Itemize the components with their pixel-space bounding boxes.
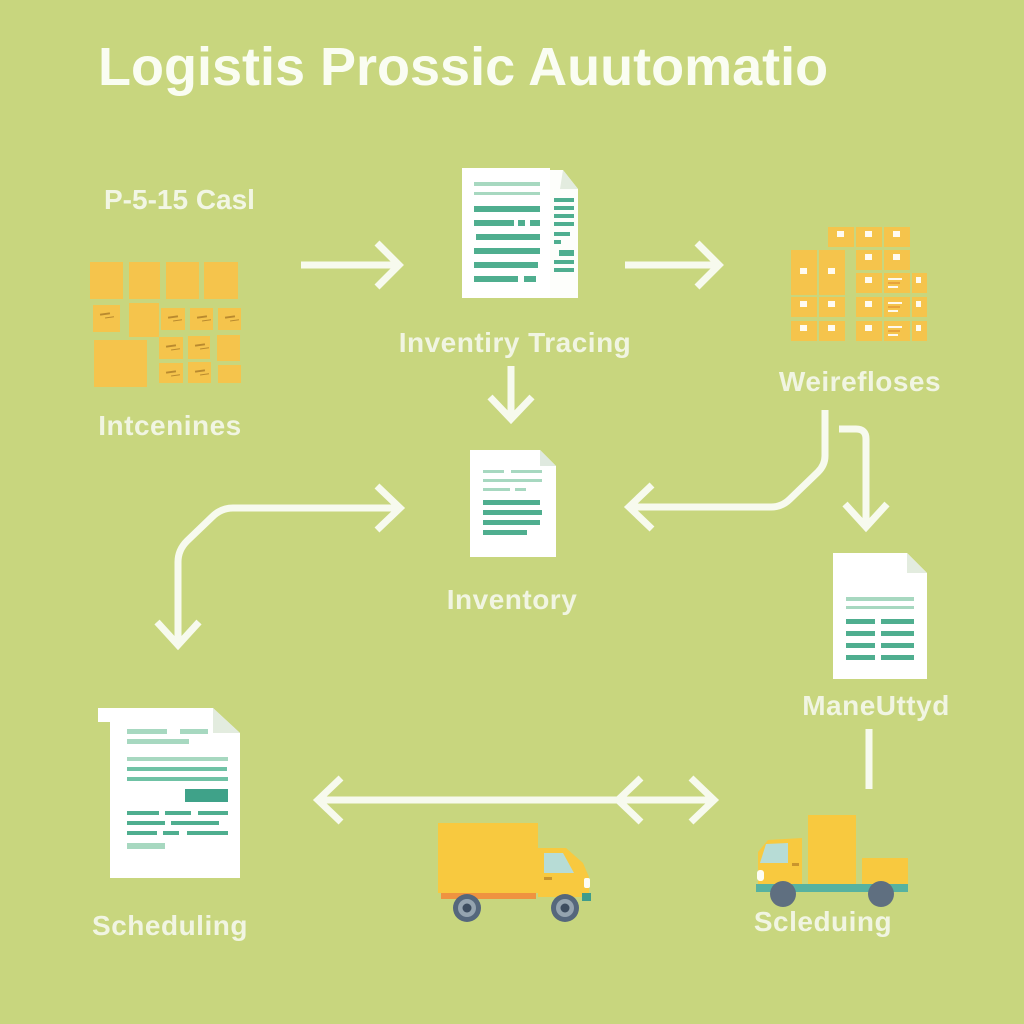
wheel-icon (770, 881, 894, 907)
document-icon (833, 553, 927, 679)
pallets-label: Intcenines (98, 410, 242, 441)
tracking-label: Inventiry Tracing (398, 327, 632, 358)
arrow-warehouse-to-inventory (623, 410, 829, 532)
arrow-warehouse-to-manifest (839, 425, 890, 533)
pallet-stack-icon (90, 262, 250, 387)
flatbed-truck-icon (756, 815, 908, 907)
wheel-icon (453, 894, 579, 922)
box-truck-icon (438, 823, 591, 922)
large-document-icon (98, 708, 240, 878)
arrow-pallets-branch (154, 483, 406, 651)
inventory-label: Inventory (446, 584, 578, 615)
document-pages-icon (462, 168, 578, 298)
arrow-scheduling-delivery (312, 775, 720, 825)
page-title: Logistis Prossic Auutomatio (98, 37, 829, 97)
arrow-tracking-to-warehouse (625, 240, 724, 290)
box-wall-icon (791, 227, 928, 342)
warehouse-label: Weirefloses (778, 366, 942, 397)
code-label: P-5-15 Casl (104, 184, 255, 215)
arrow-tracking-to-inventory (487, 366, 535, 425)
document-icon (470, 450, 556, 557)
delivery-label: Scleduing (753, 906, 893, 937)
manifest-label: ManeUttyd (802, 690, 950, 721)
scheduling-label: Scheduling (92, 910, 248, 941)
arrow-pallets-to-tracking (301, 240, 404, 290)
